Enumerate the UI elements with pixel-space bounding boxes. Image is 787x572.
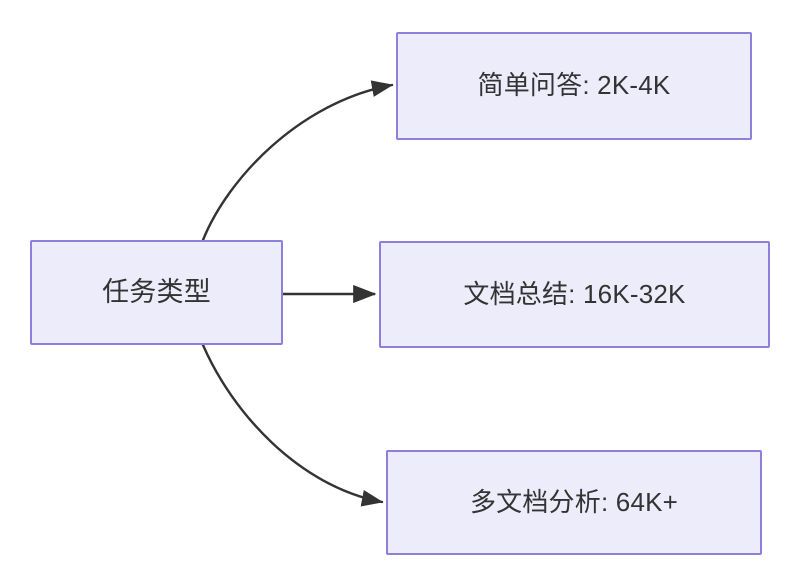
node-multi-doc-analysis[interactable]: 多文档分析: 64K+ xyxy=(386,450,762,555)
edge-root-simple xyxy=(201,80,394,242)
edge-root-multidoc xyxy=(201,343,384,507)
node-doc-summary-label: 文档总结: 16K-32K xyxy=(463,278,686,309)
node-doc-summary[interactable]: 文档总结: 16K-32K xyxy=(379,241,770,348)
node-multi-doc-analysis-label: 多文档分析: 64K+ xyxy=(469,486,679,517)
node-simple-qa-label: 简单问答: 2K-4K xyxy=(477,70,671,101)
node-root[interactable]: 任务类型 xyxy=(30,240,283,345)
node-root-label: 任务类型 xyxy=(102,277,211,308)
node-simple-qa[interactable]: 简单问答: 2K-4K xyxy=(396,32,752,140)
